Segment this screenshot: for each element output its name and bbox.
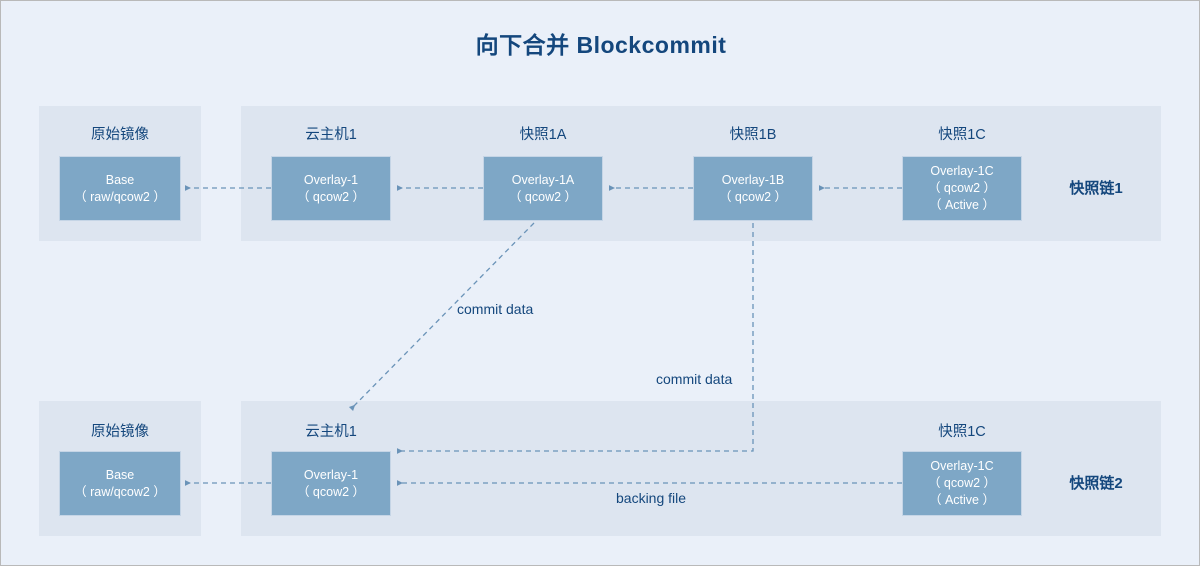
node-chain2-overlay-1[interactable]: Overlay-1 （ qcow2 ） <box>271 451 391 516</box>
node-line: Overlay-1B <box>721 172 785 187</box>
chain-label-2: 快照链2 <box>1069 475 1123 492</box>
node-line: Overlay-1C <box>930 459 994 473</box>
group-label-chain1-origin: 原始镜像 <box>91 127 149 143</box>
node-chain2-base[interactable]: Base （ raw/qcow2 ） <box>59 451 181 516</box>
node-chain1-base[interactable]: Base （ raw/qcow2 ） <box>59 156 181 221</box>
node-chain1-overlay-1[interactable]: Overlay-1 （ qcow2 ） <box>271 156 391 221</box>
node-line: Base <box>105 467 135 482</box>
group-label-chain1-snap-a: 快照1A <box>519 127 567 143</box>
node-chain2-overlay-1c[interactable]: Overlay-1C （ qcow2 ） （ Active ） <box>902 451 1022 516</box>
group-label-chain1-snap-c: 快照1C <box>938 127 986 143</box>
page-title: 向下合并 Blockcommit <box>475 32 727 58</box>
node-line: （ raw/qcow2 ） <box>74 484 166 499</box>
node-line: （ Active ） <box>929 198 995 212</box>
chain-label-1: 快照链1 <box>1069 180 1123 197</box>
node-chain1-overlay-1a[interactable]: Overlay-1A （ qcow2 ） <box>483 156 603 221</box>
group-label-chain1-host: 云主机1 <box>305 127 357 143</box>
node-line: Base <box>105 172 135 187</box>
node-line: （ qcow2 ） <box>927 476 997 490</box>
node-line: Overlay-1 <box>303 467 359 482</box>
node-line: Overlay-1A <box>511 172 575 187</box>
node-line: （ qcow2 ） <box>508 189 578 204</box>
node-line: （ qcow2 ） <box>296 189 366 204</box>
node-line: （ qcow2 ） <box>718 189 788 204</box>
group-label-chain1-snap-b: 快照1B <box>729 127 777 143</box>
group-label-chain2-host: 云主机1 <box>305 424 357 440</box>
edge-label-backing-file: backing file <box>616 490 687 506</box>
node-line: （ qcow2 ） <box>927 181 997 195</box>
node-line: （ qcow2 ） <box>296 484 366 499</box>
group-label-chain2-origin: 原始镜像 <box>91 424 149 440</box>
node-line: Overlay-1 <box>303 172 359 187</box>
node-line: Overlay-1C <box>930 164 994 178</box>
node-line: （ Active ） <box>929 493 995 507</box>
node-line: （ raw/qcow2 ） <box>74 189 166 204</box>
edge-label-commit-data-1: commit data <box>457 301 534 317</box>
node-chain1-overlay-1c[interactable]: Overlay-1C （ qcow2 ） （ Active ） <box>902 156 1022 221</box>
group-label-chain2-snap-c: 快照1C <box>938 424 986 440</box>
edge-label-commit-data-2: commit data <box>656 371 733 387</box>
node-chain1-overlay-1b[interactable]: Overlay-1B （ qcow2 ） <box>693 156 813 221</box>
